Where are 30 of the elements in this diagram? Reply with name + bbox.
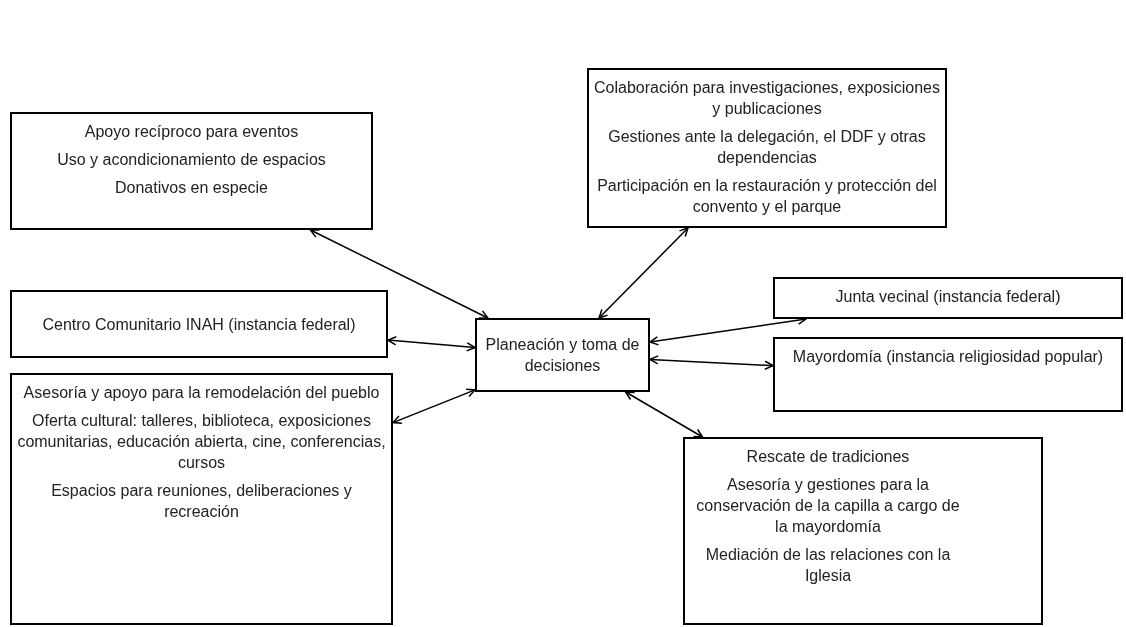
double-arrow (392, 388, 476, 425)
double-arrow (649, 355, 774, 370)
double-arrow (624, 391, 704, 438)
box-text: Donativos en especie (115, 178, 268, 198)
box-text: Uso y acondicionamiento de espacios (57, 150, 326, 170)
info-box (10, 373, 393, 625)
process-box (475, 318, 650, 392)
info-box (683, 437, 1043, 625)
box-text: Rescate de tradiciones (746, 447, 910, 467)
box-text: Apoyo recíproco para eventos (84, 122, 299, 142)
info-box (10, 112, 373, 230)
info-box (773, 337, 1123, 412)
box-text: Gestiones ante la delegación, el DDF y otras dependencias (607, 127, 927, 168)
double-arrow (387, 336, 476, 352)
box-text: Centro Comunitario INAH (instancia federal) (42, 314, 356, 335)
box-text: Participación en la restauración y protección del convento y el parque (596, 176, 938, 217)
box-text: Mayordomía (instancia religiosidad popular) (792, 347, 1104, 367)
info-box (773, 277, 1123, 319)
box-text: Colaboración para investigaciones, exposiciones y publicaciones (593, 78, 941, 119)
double-arrow (309, 229, 489, 319)
box-text: Espacios para reuniones, deliberaciones y recreación (50, 481, 353, 522)
box-text: Junta vecinal (instancia federal) (835, 287, 1061, 307)
box-text: Asesoría y apoyo para la remodelación del pueblo (23, 383, 380, 403)
box-text: Asesoría y gestiones para la conservación de la capilla a cargo de la mayordomía (695, 475, 961, 537)
info-box (10, 290, 388, 358)
box-text: Planeación y toma de decisiones (484, 335, 641, 376)
box-text: Oferta cultural: talleres, biblioteca, exposiciones comunitarias, educación abierta, cine, conferencias, cursos (16, 411, 387, 473)
box-text: Mediación de las relaciones con la Iglesia (704, 545, 952, 586)
info-box (587, 68, 947, 228)
double-arrow (598, 227, 689, 319)
